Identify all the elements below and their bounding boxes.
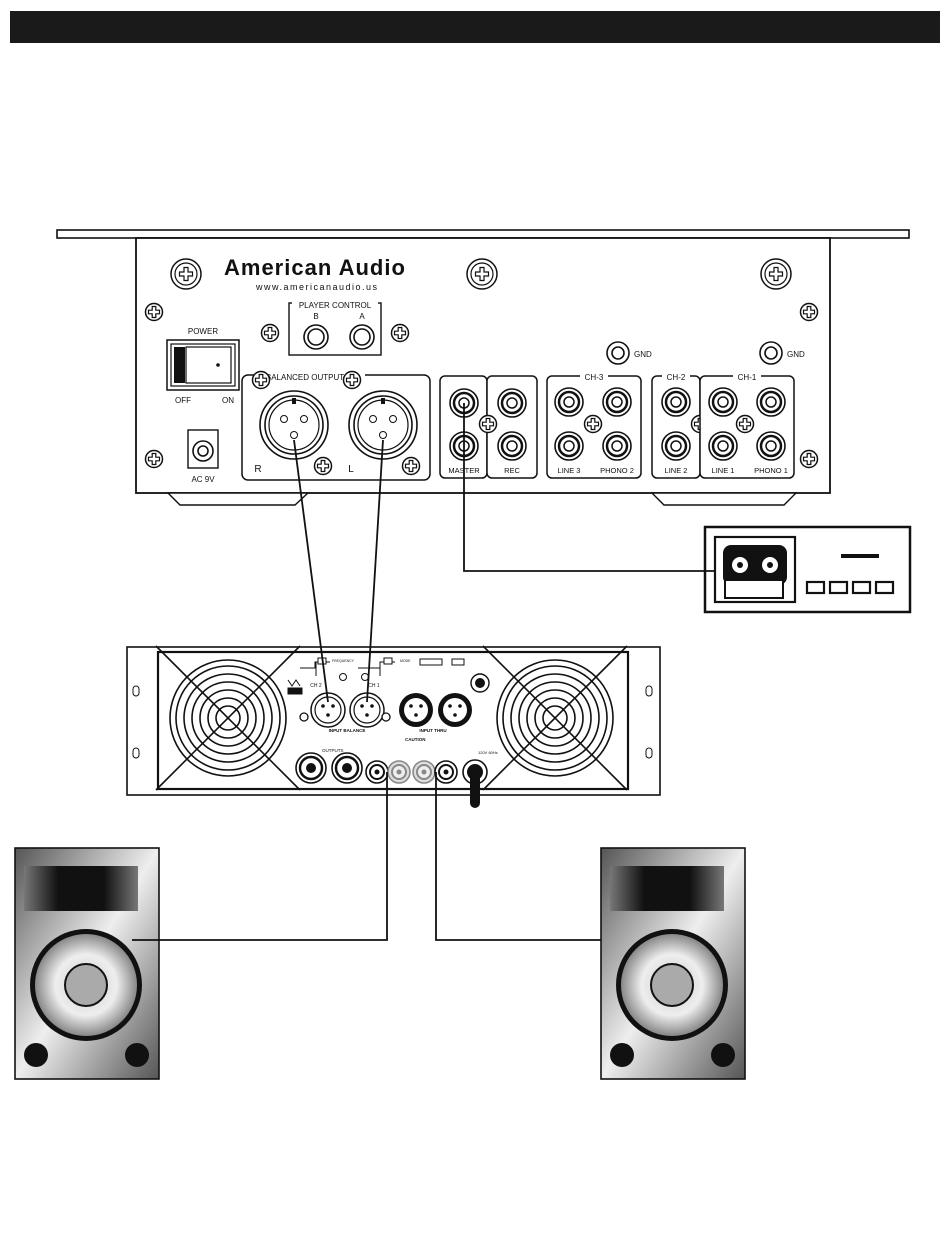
xlr-left-label: L [348, 464, 354, 475]
mixer-screw [801, 304, 818, 321]
ch1-input-group: CH-1 LINE 1 PHONO 1 [700, 371, 794, 478]
cable-amp-ch2-to-left-speaker [132, 772, 387, 940]
brand-url: www.americanaudio.us [255, 282, 379, 292]
ch3-phono2-jack-bottom[interactable] [603, 432, 631, 460]
mixer-screw [737, 416, 754, 433]
speakon-output-ch2[interactable] [296, 753, 326, 783]
balanced-output-label: BALANCED OUTPUT [266, 373, 344, 382]
svg-text:FREQUENCY: FREQUENCY [332, 659, 355, 663]
caution-label: CAUTION [405, 737, 426, 742]
brand-logo-text: American Audio [224, 255, 406, 280]
mixer-screw [315, 458, 332, 475]
player-control-a-label: A [359, 312, 365, 321]
line2-label: LINE 2 [665, 466, 688, 475]
player-control-jack-b[interactable] [304, 325, 328, 349]
binding-post-ch1-neg[interactable] [413, 761, 435, 783]
speaker-right [601, 848, 745, 1079]
phono1-label: PHONO 1 [754, 466, 788, 475]
master-rec-group: MASTER REC [440, 376, 537, 478]
ch3-label: CH-3 [585, 373, 604, 382]
ch3-line3-jack-top[interactable] [555, 388, 583, 416]
mixer-screw [392, 325, 409, 342]
mixer-screw [801, 451, 818, 468]
amp-ch1-input-label: CH 1 [368, 683, 380, 689]
ch3-phono2-jack-top[interactable] [603, 388, 631, 416]
amp-xlr-thru-ch1[interactable] [438, 693, 472, 727]
amp-xlr-thru-ch2[interactable] [399, 693, 433, 727]
mixer-screw [146, 451, 163, 468]
xlr-output-right[interactable] [260, 391, 328, 459]
ac-power-jack[interactable]: AC 9V [188, 430, 218, 484]
binding-post-ch2-neg[interactable] [388, 761, 410, 783]
ch2-line2-jack-bottom[interactable] [662, 432, 690, 460]
mixer-screw [585, 416, 602, 433]
speakon-output-ch1[interactable] [332, 753, 362, 783]
mixer-screw [262, 325, 279, 342]
amp-ch2-input-label: CH 2 [310, 683, 322, 689]
player-control-label: PLAYER CONTROL [299, 301, 372, 310]
mixer-screw [253, 372, 270, 389]
line1-label: LINE 1 [712, 466, 735, 475]
cable-amp-ch1-to-right-speaker [436, 772, 601, 940]
power-off-label: OFF [175, 396, 191, 405]
mixer-screw [467, 259, 497, 289]
ch1-line1-jack-top[interactable] [709, 388, 737, 416]
gnd-label: GND [787, 350, 805, 359]
ch1-phono1-jack-top[interactable] [757, 388, 785, 416]
gnd-label: GND [634, 350, 652, 359]
speaker-left [15, 848, 159, 1079]
ch3-line3-jack-bottom[interactable] [555, 432, 583, 460]
power-label: POWER [188, 327, 218, 336]
outputs-label: OUTPUTS [322, 748, 344, 753]
line3-label: LINE 3 [558, 466, 581, 475]
cooling-fan-left [156, 646, 300, 790]
ch3-input-group: CH-3 LINE 3 PHONO 2 [547, 371, 641, 478]
input-thru-label: INPUT THRU [419, 728, 446, 733]
mixer-rear-panel: American Audio www.americanaudio.us PLAY… [57, 230, 909, 505]
ch1-label: CH-1 [738, 373, 757, 382]
mixer-screw [403, 458, 420, 475]
balanced-output-group: BALANCED OUTPUT R L [242, 370, 430, 480]
mixer-screw [171, 259, 201, 289]
rec-output-jack-bottom[interactable] [498, 432, 526, 460]
player-control-b-label: B [313, 312, 318, 321]
power-spec-label: 120V 60Hz [478, 750, 498, 755]
cassette-recorder [705, 527, 910, 612]
mixer-screw [480, 416, 497, 433]
mixer-screw [344, 372, 361, 389]
power-amplifier-rear: FREQUENCY MODE CH 2 CH 1 [127, 646, 660, 808]
mixer-screw [761, 259, 791, 289]
phono2-label: PHONO 2 [600, 466, 634, 475]
rec-label: REC [504, 466, 520, 475]
ch1-phono1-jack-bottom[interactable] [757, 432, 785, 460]
ch2-line2-jack-top[interactable] [662, 388, 690, 416]
rec-output-jack-top[interactable] [498, 389, 526, 417]
binding-post-ch1-pos[interactable] [435, 761, 457, 783]
ch1-line1-jack-bottom[interactable] [709, 432, 737, 460]
binding-post-ch2-pos[interactable] [366, 761, 388, 783]
header-bar [10, 11, 940, 43]
xlr-right-label: R [254, 464, 261, 475]
svg-text:MODE: MODE [400, 659, 411, 663]
power-on-label: ON [222, 396, 234, 405]
mixer-screw [146, 304, 163, 321]
ch2-label: CH-2 [667, 373, 686, 382]
player-control-jack-a[interactable] [350, 325, 374, 349]
ac-9v-label: AC 9V [191, 475, 215, 484]
input-balance-label: INPUT BALANCE [329, 728, 366, 733]
cooling-fan-right [483, 646, 627, 790]
